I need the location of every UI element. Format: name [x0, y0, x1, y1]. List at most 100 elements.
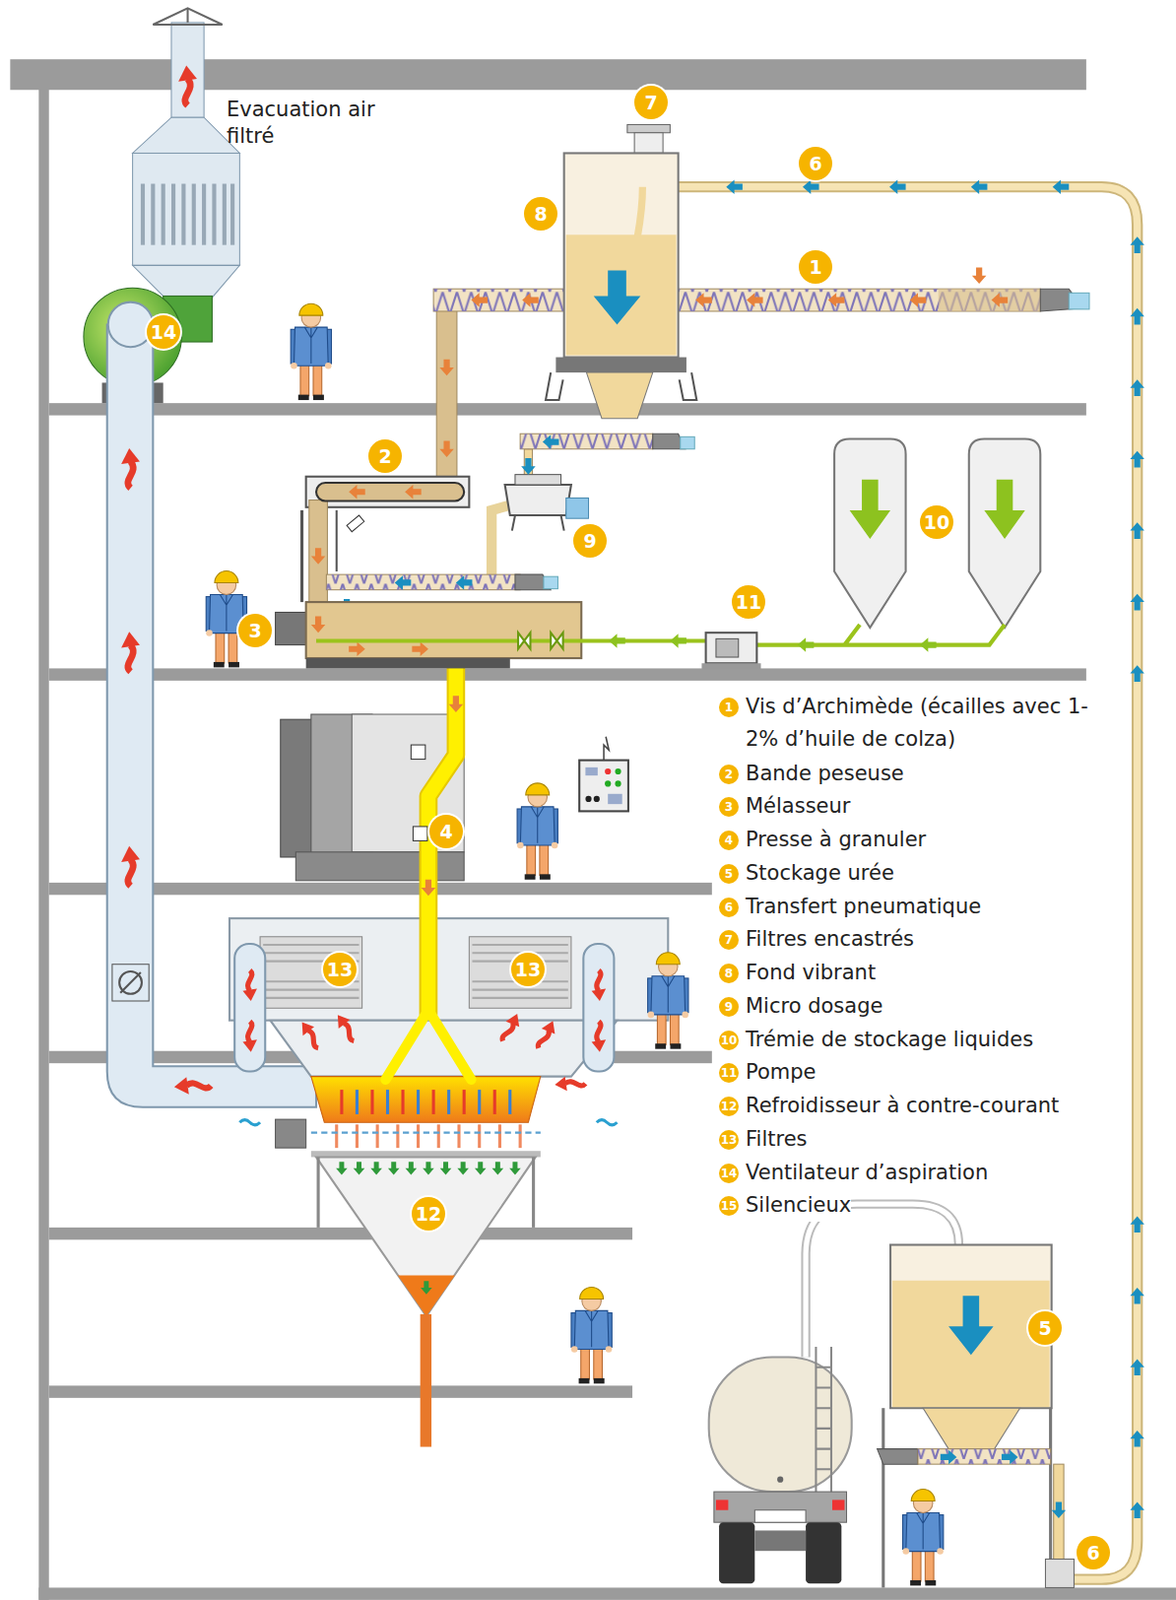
screw-conveyor-1 [439, 440, 454, 458]
dosing-line [520, 433, 654, 450]
counterflow-cooler [477, 1123, 481, 1148]
workers [205, 303, 944, 1585]
filter-housing [234, 943, 265, 1071]
counterflow-cooler [335, 1161, 522, 1294]
weighing-belt [404, 484, 422, 499]
dosing-line [456, 575, 473, 589]
counterflow-cooler [388, 1161, 400, 1175]
yellow-chute [385, 657, 471, 1080]
legend-text: Mélasseur [745, 789, 851, 823]
urea-storage [917, 1448, 1051, 1465]
callout-number: 11 [731, 585, 766, 619]
dosing-line [491, 505, 511, 577]
molasses-mixer [275, 601, 583, 668]
filter-housing [262, 944, 569, 998]
legend-text: Fond vibrant [745, 956, 876, 989]
tanker-truck [777, 1476, 784, 1483]
pneumatic-pipe [1129, 1216, 1144, 1234]
pneumatic-pipe [1129, 236, 1144, 254]
control-panel [604, 780, 611, 786]
filter-housing [332, 1010, 361, 1045]
control-panel [603, 736, 609, 761]
air-duct [174, 1076, 211, 1094]
chimney-silencer [152, 7, 222, 25]
dosing-line [566, 497, 589, 519]
liquid-tanks-pump [797, 637, 815, 652]
counterflow-cooler [339, 1089, 343, 1114]
counterflow-cooler [440, 1161, 453, 1175]
callout-number: 9 [573, 523, 607, 558]
legend-number: 10 [718, 1030, 739, 1050]
screw-conveyor-1 [910, 292, 927, 307]
counterflow-cooler [335, 1161, 348, 1175]
control-panel [593, 795, 600, 802]
urea-storage [881, 1407, 885, 1587]
counterflow-cooler [420, 1313, 432, 1447]
legend-number: 14 [718, 1163, 739, 1183]
liquid-tanks-pump [316, 438, 1041, 669]
callout-number: 3 [238, 613, 272, 648]
liquid-tanks-pump [716, 638, 739, 657]
callout-number: 6 [798, 146, 833, 181]
legend-text: Bande peseuse [745, 757, 905, 790]
molasses-mixer [275, 611, 309, 645]
pneumatic-pipe [678, 187, 1138, 1580]
counterflow-cooler [400, 1089, 404, 1114]
silo-8 [564, 152, 679, 357]
callout-number: 1 [798, 250, 833, 284]
counterflow-cooler [336, 1123, 521, 1148]
pneumatic-pipe [678, 187, 1138, 1580]
screw-conveyor-1 [436, 306, 458, 490]
silo-8 [555, 357, 687, 374]
callout-number: 8 [523, 196, 558, 231]
legend-number: 12 [718, 1096, 739, 1116]
legend-text: Ventilateur d’aspiration [745, 1156, 988, 1189]
counterflow-cooler [395, 1123, 399, 1148]
legend-text: Stockage urée [745, 856, 895, 890]
control-panel [585, 795, 591, 802]
liquid-tanks-pump [706, 632, 758, 663]
liquid-tanks-pump [669, 633, 687, 648]
weighing-belt [311, 484, 422, 565]
pneumatic-pipe [1129, 522, 1144, 539]
counterflow-cooler [432, 1089, 436, 1114]
workers [205, 571, 247, 668]
control-panel [607, 793, 622, 804]
legend-number: 15 [718, 1195, 739, 1216]
urea-storage [1045, 1558, 1074, 1587]
screw-conveyor-1 [972, 266, 986, 284]
molasses-mixer [311, 616, 326, 634]
workers [903, 1489, 944, 1586]
legend-text: Vis d’Archimède (écailles avec 1-2% d’hu… [745, 690, 1101, 756]
filter-housing [496, 1010, 524, 1045]
counterflow-cooler [311, 1076, 541, 1123]
filter-housing [242, 970, 257, 1001]
filter-housing [468, 936, 572, 1008]
urea-storage [940, 1449, 1066, 1518]
counterflow-cooler [405, 1161, 418, 1175]
air-duct [121, 448, 140, 488]
pneumatic-pipe [642, 179, 1144, 1579]
yellow-chute [412, 826, 427, 841]
molasses-mixer [306, 601, 583, 658]
legend-number: 7 [718, 929, 739, 950]
counterflow-cooler [462, 1089, 466, 1114]
building-structure [38, 1586, 1176, 1599]
filter-housing [262, 988, 359, 991]
chimney-silencer [230, 184, 235, 246]
pneumatic-pipe [1129, 1501, 1144, 1518]
filter-housing [471, 943, 568, 946]
building-structure [38, 61, 49, 1600]
air-duct [119, 971, 142, 994]
screw-conveyor-1 [470, 292, 488, 307]
yellow-chute [449, 695, 463, 713]
urea-storage [940, 1449, 958, 1464]
weighing-belt [306, 476, 470, 508]
callout-number: 5 [1028, 1310, 1062, 1345]
counterflow-cooler [508, 1089, 512, 1114]
building-structure [49, 667, 1087, 680]
pneumatic-pipe [1052, 179, 1070, 194]
chimney-silencer [150, 184, 155, 246]
liquid-tanks-pump [919, 637, 937, 652]
pneumatic-pipe [725, 179, 743, 194]
